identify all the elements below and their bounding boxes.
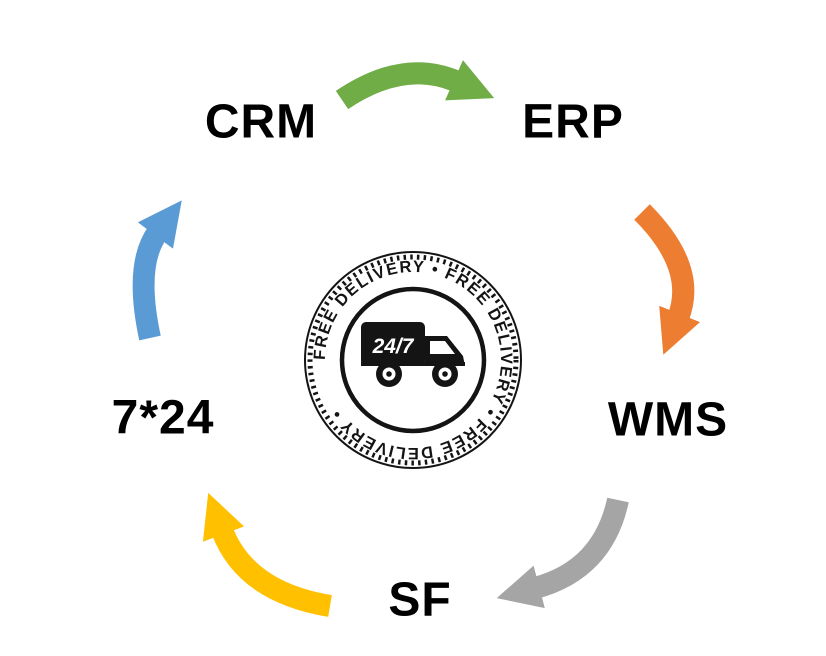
arrow-erp-to-wms [634, 204, 701, 355]
badge-inner-ring [339, 286, 487, 434]
delivery-truck-icon: 24/7 [361, 322, 465, 387]
truck-24-7-label: 24/7 [372, 335, 415, 358]
node-label-724: 7*24 [111, 391, 215, 445]
arrow-wms-to-sf [496, 497, 629, 609]
arrow-sf-to-724 [202, 492, 332, 617]
truck-chassis [361, 362, 465, 366]
node-label-erp: ERP [522, 95, 624, 149]
badge-outer-ring [304, 251, 522, 469]
node-label-crm: CRM [204, 95, 318, 149]
truck-windshield [430, 341, 455, 354]
node-label-sf: SF [388, 573, 452, 627]
node-label-wms: WMS [607, 393, 729, 447]
free-delivery-badge: FREE DELIVERY • FREE DELIVERY • FREE DEL… [304, 251, 522, 469]
arrow-crm-to-erp [335, 60, 495, 110]
truck-front-wheel [432, 361, 458, 387]
truck-rear-wheel [376, 361, 402, 387]
arrow-724-to-crm [132, 200, 182, 341]
truck-cargo-box [361, 322, 425, 366]
badge-perforated-ring [307, 254, 519, 466]
